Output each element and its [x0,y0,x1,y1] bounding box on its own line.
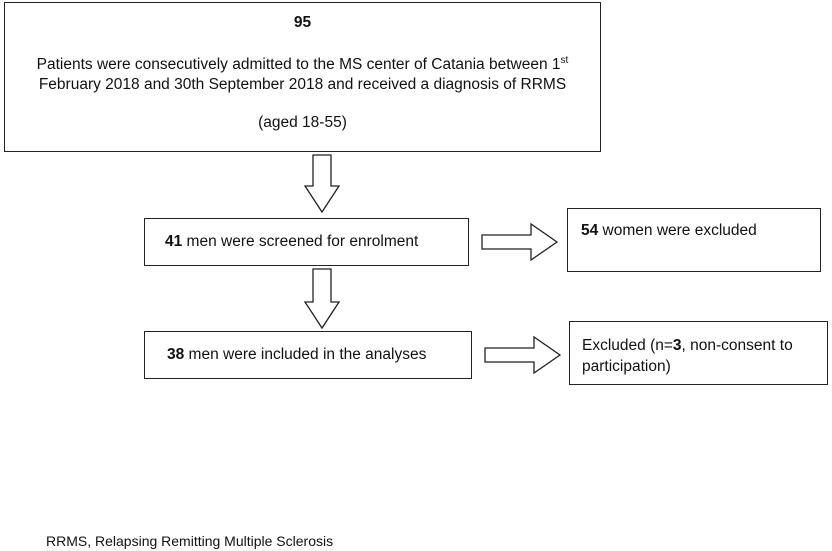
enrolment-box: 95 Patients were consecutively admitted … [4,2,601,152]
screened-count: 41 [165,233,183,250]
women-excluded-box: 54 women were excluded [567,208,821,272]
right-arrow-icon [484,335,562,375]
women-label: women were excluded [598,222,757,239]
excluded-line2: participation) [582,358,671,375]
women-count: 54 [581,222,599,239]
footnote: RRMS, Relapsing Remitting Multiple Scler… [46,533,334,549]
included-text: 38 men were included in the analyses [167,345,426,365]
non-consent-excluded-box: Excluded (n=3, non-consent to participat… [569,321,828,385]
screened-box: 41 men were screened for enrolment [144,218,469,266]
excluded-prefix: Excluded (n= [582,337,673,354]
screened-label: men were screened for enrolment [182,233,419,250]
excluded-line1: Excluded (n=3, non-consent to [582,336,793,356]
included-box: 38 men were included in the analyses [144,331,472,379]
admitted-description-line1: Patients were consecutively admitted to … [5,55,600,75]
included-label: men were included in the analyses [184,346,427,363]
right-arrow-icon [481,222,559,262]
women-excluded-text: 54 women were excluded [581,221,757,241]
down-arrow-icon [303,268,341,330]
ordinal-suffix: st [560,54,569,66]
excluded-count: 3 [672,337,682,354]
admitted-description-line2: February 2018 and 30th September 2018 an… [38,76,567,93]
excluded-reason: , non-consent to [681,337,793,354]
screened-text: 41 men were screened for enrolment [165,232,418,252]
admitted-count: 95 [293,14,312,31]
age-range: (aged 18-55) [258,114,347,131]
down-arrow-icon [303,154,341,214]
included-count: 38 [167,346,185,363]
admitted-description-text: Patients were consecutively admitted to … [36,56,561,73]
